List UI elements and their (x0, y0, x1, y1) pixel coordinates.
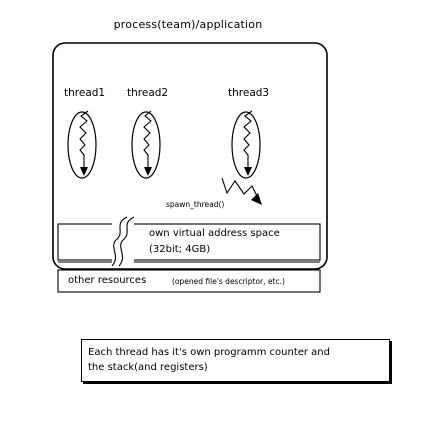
note-line-1: Each thread has it's own programm counte… (88, 347, 330, 358)
thread3-label: thread3 (228, 87, 270, 99)
wavy-divider-icon (111, 216, 135, 267)
thread2-label: thread2 (127, 87, 169, 99)
thread2-icon (131, 110, 161, 179)
note-line-2: the stack(and registers) (88, 362, 208, 373)
thread1-icon (67, 110, 97, 179)
spawn-lightning-icon (221, 177, 262, 205)
resources-detail: (opened file's descriptor, etc.) (172, 277, 285, 286)
resources-box (57, 269, 321, 293)
process-container (52, 42, 328, 270)
address-space-box (57, 223, 321, 261)
thread3-icon (231, 110, 261, 179)
thread1-label: thread1 (64, 87, 106, 99)
address-space-label: own virtual address space (149, 228, 280, 239)
note-box (81, 339, 390, 382)
resources-label: other resources (68, 275, 147, 286)
address-space-size: (32bit; 4GB) (149, 244, 211, 255)
process-title: process(team)/application (113, 18, 263, 31)
spawn-thread-label: spawn_thread() (166, 200, 225, 209)
